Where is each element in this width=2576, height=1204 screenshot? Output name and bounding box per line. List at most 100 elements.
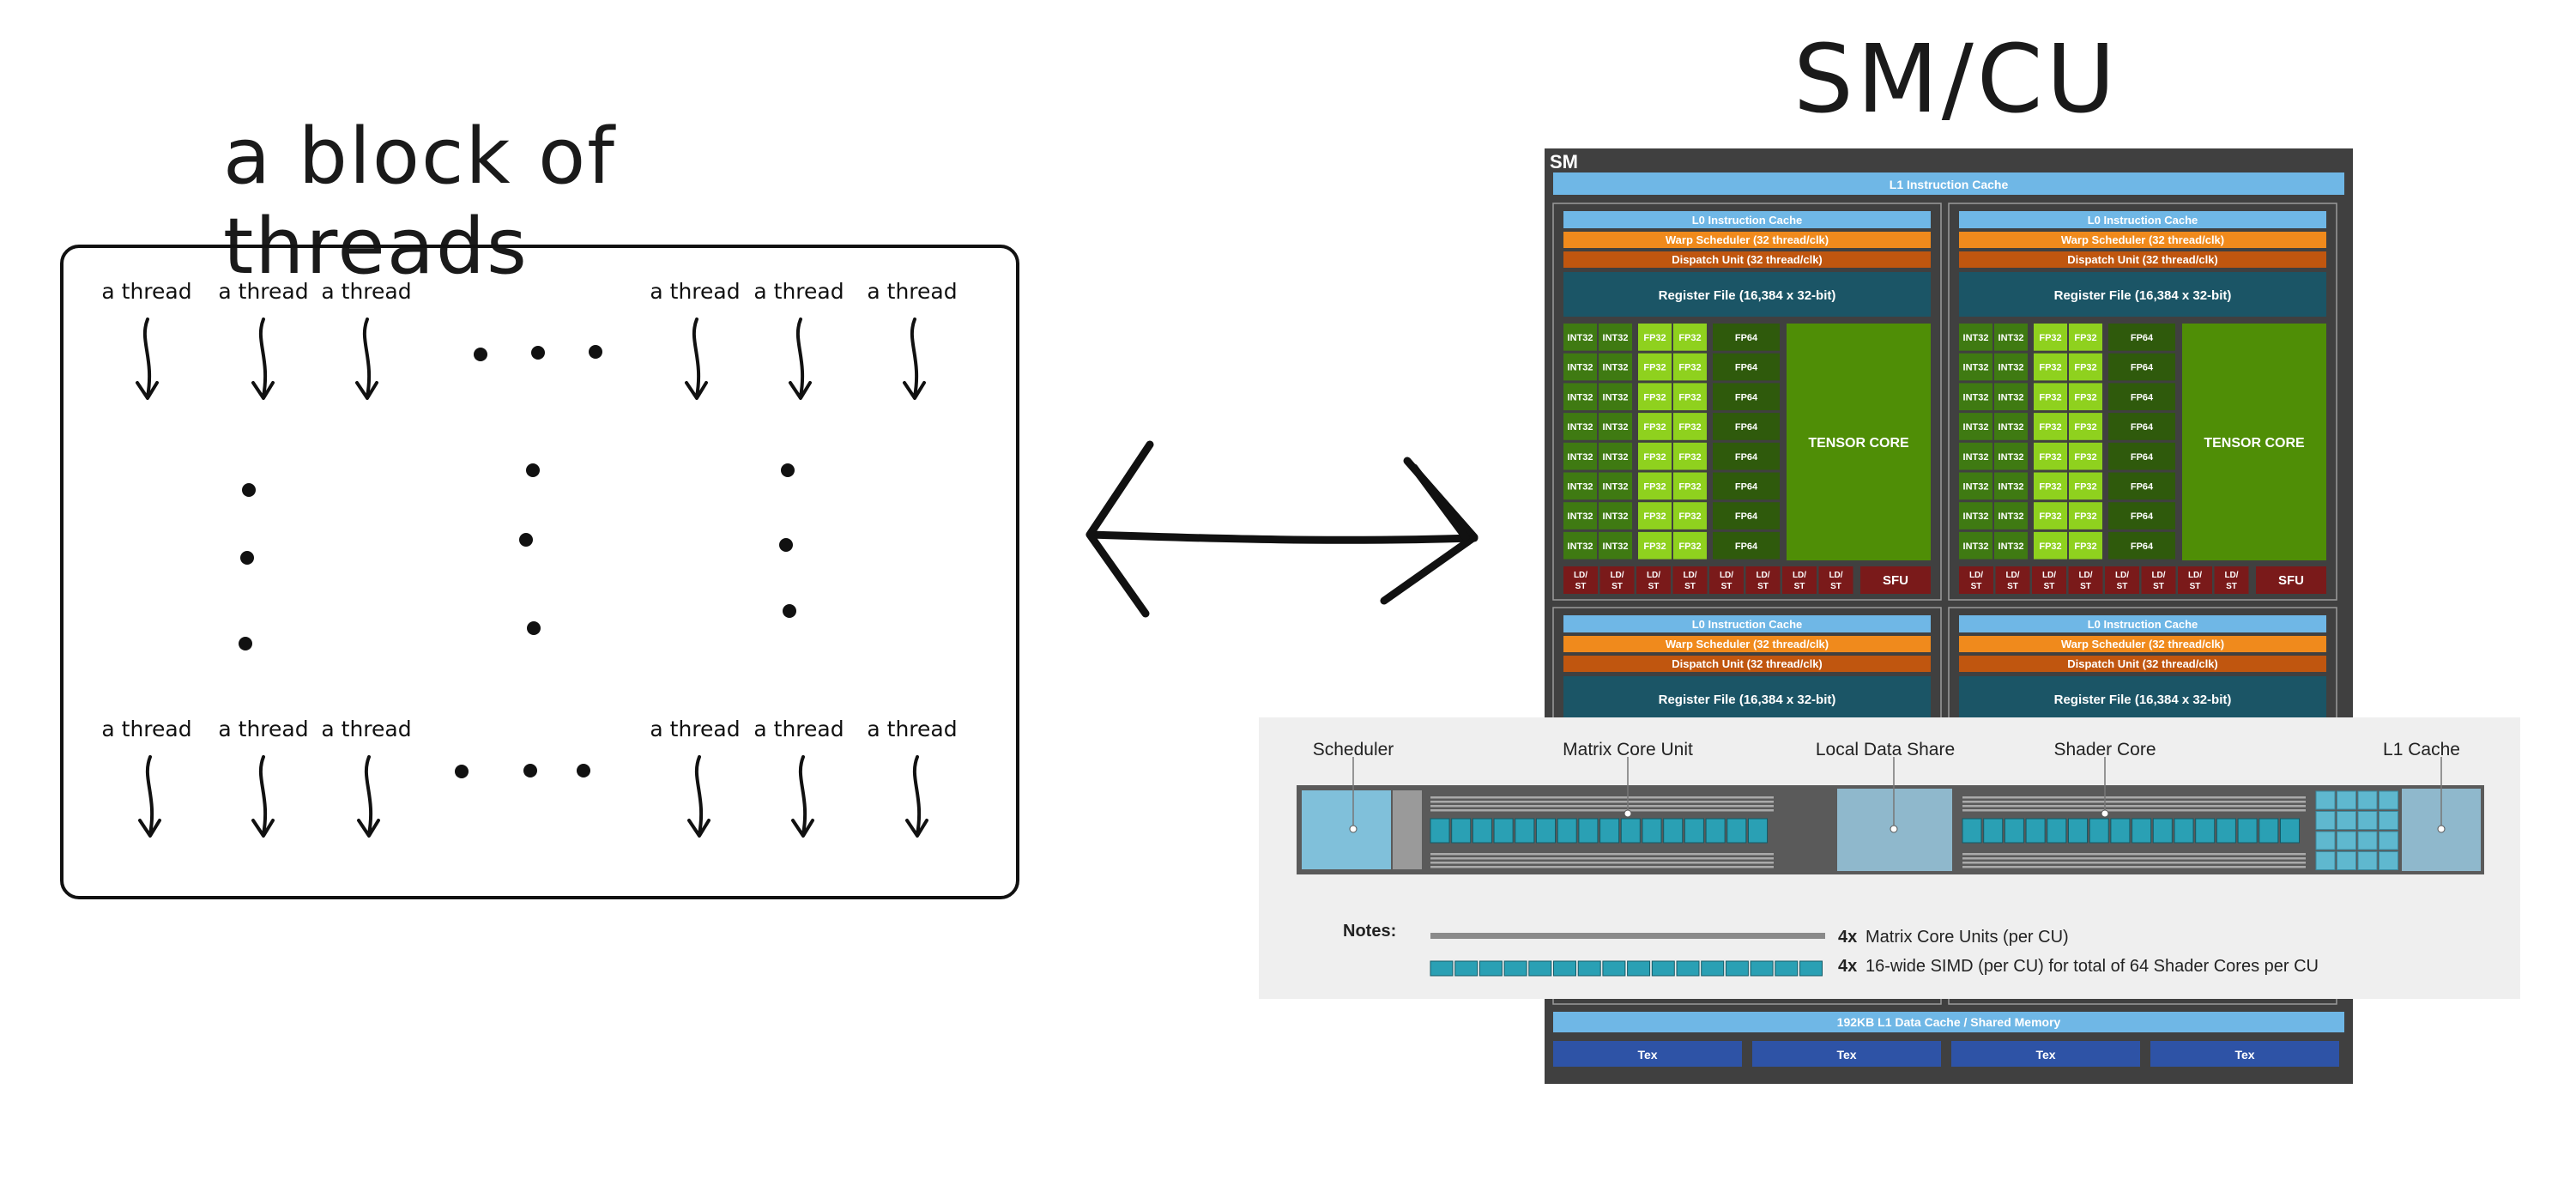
dot-icon (589, 345, 602, 359)
right-title: SM/CU (1793, 24, 2119, 134)
fp64-label: FP64 (1735, 511, 1758, 522)
thread-arrow-icon (903, 318, 926, 400)
fp32-unit (2034, 531, 2067, 560)
fp32-label: FP32 (1678, 363, 1701, 373)
int32-unit (1563, 413, 1597, 440)
note1-count: 4x (1838, 928, 1858, 947)
fp64-label: FP64 (2131, 363, 2154, 373)
ldst-label: ST (1648, 582, 1660, 591)
l1-cache-tile (2357, 811, 2378, 830)
fp64-label: FP64 (1735, 363, 1758, 373)
int32-unit (1959, 353, 1992, 381)
fp32-label: FP32 (2074, 511, 2096, 522)
fp32-label: FP32 (2074, 422, 2096, 433)
dispatch-unit (1563, 251, 1931, 268)
simd-lane (2195, 818, 2216, 844)
fp64-label: FP64 (2131, 452, 2154, 463)
dot-icon (474, 348, 487, 361)
simd-lane (1472, 818, 1492, 844)
l1-cache-tile (2337, 851, 2356, 870)
int32-label: INT32 (1999, 392, 2024, 402)
register-file-label: Register File (16,384 x 32-bit) (1659, 288, 1836, 303)
ldst-label: ST (2044, 582, 2055, 591)
matrix-core-line (1430, 796, 1774, 799)
fp64-label: FP64 (1735, 392, 1758, 402)
fp32-label: FP32 (1678, 482, 1701, 493)
l1-cache-tile (2315, 790, 2336, 810)
fp64-label: FP64 (2131, 541, 2154, 552)
matrix-core-line (1962, 862, 2306, 864)
dispatch-unit-label: Dispatch Unit (32 thread/clk) (1672, 253, 1823, 266)
ldst-unit (1636, 566, 1671, 594)
note-simd-swatch (1553, 960, 1576, 977)
simd-lane (1515, 818, 1535, 844)
fp32-unit (1638, 531, 1672, 560)
ldst-label: LD/ (2042, 571, 2056, 580)
thread-arrow-icon (905, 755, 928, 838)
l1-cache-tile (2379, 790, 2398, 810)
thread-arrow-icon (685, 318, 708, 400)
tex-unit (2150, 1041, 2339, 1067)
register-file (1563, 676, 1931, 721)
ldst-unit (2032, 566, 2066, 594)
dispatch-unit (1959, 251, 2326, 268)
fp32-label: FP32 (2039, 541, 2061, 552)
ldst-unit (2214, 566, 2249, 594)
thread-arrow-icon (251, 318, 275, 400)
matrix-core-unit-pin (1624, 809, 1632, 818)
sfu-unit (1860, 566, 1931, 594)
register-file-label: Register File (16,384 x 32-bit) (2054, 288, 2232, 303)
thread-label: a thread (650, 279, 741, 304)
ldst-unit (1563, 566, 1598, 594)
ldst-label: LD/ (1756, 571, 1769, 580)
ldst-label: ST (1721, 582, 1732, 591)
warp-scheduler (1563, 232, 1931, 248)
cu-diagram: Scheduler Matrix Core Unit Local Data Sh… (1259, 717, 2520, 999)
ldst-label: ST (2117, 582, 2128, 591)
l0-instruction-cache (1563, 211, 1931, 228)
int32-label: INT32 (1603, 452, 1629, 463)
note2-count: 4x (1838, 957, 1858, 976)
ldst-label: LD/ (1793, 571, 1806, 580)
fp64-unit (1713, 353, 1780, 381)
cu-divider (1393, 790, 1422, 869)
fp32-label: FP32 (2039, 452, 2061, 463)
int32-label: INT32 (1963, 541, 1989, 552)
int32-unit (1994, 472, 2028, 500)
int32-label: INT32 (1999, 511, 2024, 522)
ldst-label: ST (2153, 582, 2164, 591)
warp-scheduler-label: Warp Scheduler (32 thread/clk) (2061, 233, 2224, 246)
int32-label: INT32 (1999, 333, 2024, 343)
simd-lane (1642, 818, 1662, 844)
int32-unit (1959, 502, 1992, 529)
fp32-unit (2034, 442, 2067, 470)
cu-label-local-data-share: Local Data Share (1815, 740, 1956, 759)
ldst-label: ST (2007, 582, 2018, 591)
simd-lane (2068, 818, 2088, 844)
dot-icon (577, 764, 590, 777)
register-file (1959, 272, 2326, 317)
dot-icon (242, 483, 256, 497)
simd-lane (1493, 818, 1514, 844)
l1-data-cache-label: 192KB L1 Data Cache / Shared Memory (1837, 1015, 2061, 1029)
int32-unit (1599, 442, 1632, 470)
l1-data-cache (1553, 1012, 2344, 1032)
fp64-unit (1713, 472, 1780, 500)
fp32-label: FP32 (1678, 392, 1701, 402)
tensor-core (2182, 324, 2326, 560)
l1-cache-pin (2437, 825, 2446, 833)
l0-instruction-cache-label: L0 Instruction Cache (1692, 214, 1803, 227)
int32-unit (1994, 502, 2028, 529)
int32-label: INT32 (1963, 452, 1989, 463)
int32-label: INT32 (1963, 333, 1989, 343)
fp32-label: FP32 (2039, 511, 2061, 522)
int32-label: INT32 (1603, 511, 1629, 522)
int32-unit (1994, 442, 2028, 470)
simd-lane (2025, 818, 2046, 844)
fp32-label: FP32 (1678, 511, 1701, 522)
int32-label: INT32 (1568, 422, 1593, 433)
fp64-label: FP64 (2131, 511, 2154, 522)
simd-lane (2237, 818, 2258, 844)
thread-label: a thread (650, 717, 741, 741)
